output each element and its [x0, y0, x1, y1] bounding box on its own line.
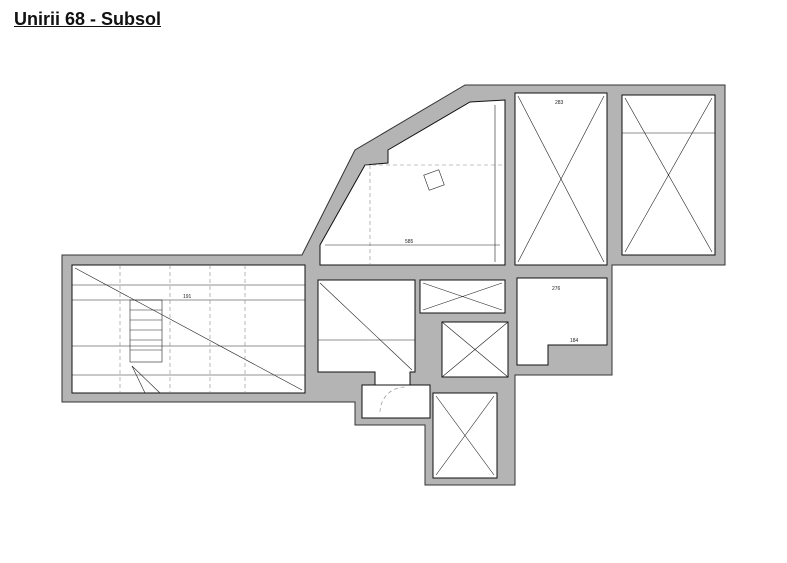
dimension-label: 184: [570, 338, 579, 344]
page-title: Unirii 68 - Subsol: [14, 9, 162, 29]
room-right: 276 184: [516, 277, 608, 366]
staircase: [129, 299, 163, 394]
dimension-label: 283: [555, 100, 564, 106]
room-middle: [317, 279, 416, 386]
room-bottom: [432, 392, 498, 479]
dimension-label: 585: [405, 239, 414, 245]
room-entry: [361, 384, 431, 419]
room-left: 191: [71, 264, 306, 394]
room-top-middle: 283: [514, 92, 608, 266]
room-small: [419, 279, 506, 314]
void-shaft: [441, 321, 509, 378]
room-top-right: [621, 94, 716, 256]
dimension-label: 191: [183, 294, 192, 300]
room-trapezoid: 585: [319, 99, 506, 266]
dimension-label: 276: [552, 286, 561, 292]
